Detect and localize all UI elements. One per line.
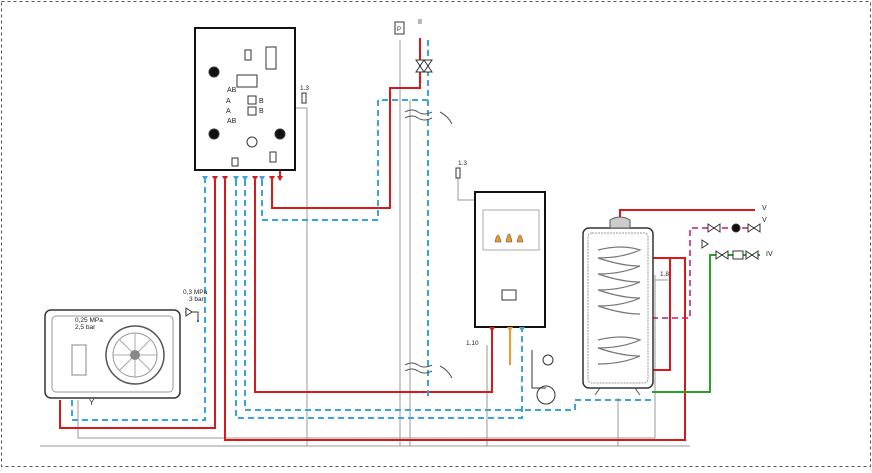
burner-flame-icon — [494, 233, 524, 243]
outdoor-pressure-bar-label: 2,5 bar — [75, 324, 96, 331]
boiler-connectors — [489, 327, 525, 332]
control-p-label: P — [397, 27, 401, 33]
valve-pressure-label: 0,3 MPa — [183, 289, 208, 296]
tank-insulation — [587, 232, 649, 384]
fan-hub — [130, 350, 140, 360]
line-v-label: V — [762, 217, 767, 224]
outdoor-unit-inner — [51, 315, 174, 393]
valve-a-label: A — [226, 108, 231, 115]
pipe-break-symbols — [404, 109, 453, 379]
valve-a-label: A — [226, 98, 231, 105]
valve-ab-label: AB — [227, 87, 237, 94]
sensor-icon — [455, 167, 461, 179]
vessel-pipe — [531, 350, 546, 389]
gas-boiler — [474, 191, 546, 328]
expansion-vessel-icon — [536, 385, 556, 405]
outdoor-pressure-label: 0,25 MPa — [75, 317, 103, 324]
indoor-module-components — [208, 46, 286, 167]
top-sensor-icon — [301, 92, 307, 104]
module-connectors — [212, 176, 283, 181]
ref-1-10-label: 1.10 — [466, 340, 479, 347]
ref-1-3-label: 1.3 — [458, 160, 467, 167]
storage-tank — [582, 227, 654, 389]
line-iv-label: IV — [766, 251, 773, 258]
line-v-label: V — [762, 205, 767, 212]
boiler-heat-exchanger — [482, 209, 540, 251]
tank-legs — [594, 387, 641, 396]
indoor-module — [194, 27, 296, 171]
valve-pressure-bar-label: 3 bar — [189, 296, 205, 303]
outdoor-y-label: Y — [89, 398, 95, 407]
cold-water-valves — [701, 239, 759, 260]
boiler-display — [501, 289, 517, 301]
valve-labels: AB A A B B AB — [226, 87, 264, 125]
tank-top — [609, 216, 631, 229]
safety-valve — [185, 307, 199, 322]
circulation-valves — [707, 223, 761, 233]
control-unit — [394, 21, 405, 35]
valve-b-label: B — [259, 108, 264, 115]
module-connectors-blue — [202, 176, 265, 181]
line-ii-label: II — [418, 19, 422, 26]
pressure-gauge-icon — [542, 354, 554, 366]
tank-coil — [597, 246, 642, 365]
ref-1-8-label: 1.8 — [660, 271, 669, 278]
circulation-pipes — [652, 227, 760, 319]
shutoff-valves-top — [415, 59, 433, 73]
valve-ab-label: AB — [227, 118, 237, 125]
compressor-icon — [71, 344, 87, 376]
ref-1-3-top-label: 1.3 — [300, 85, 309, 92]
valve-b-label: B — [259, 98, 264, 105]
